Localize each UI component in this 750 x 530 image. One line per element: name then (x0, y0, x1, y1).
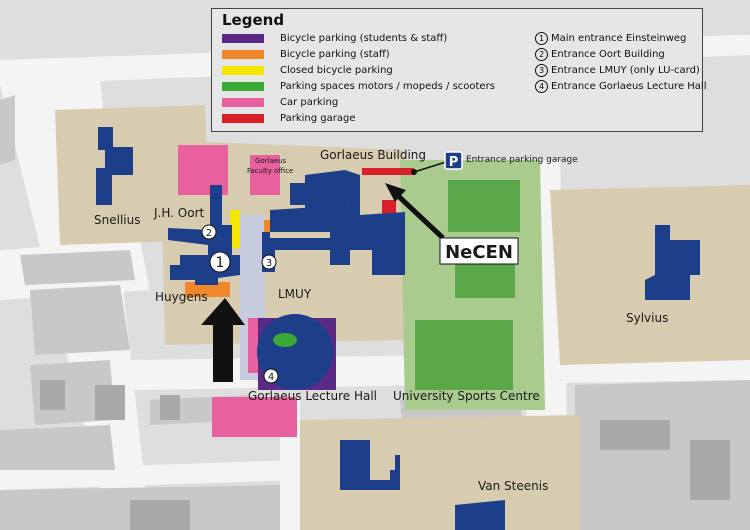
legend-item: Parking spaces motors / mopeds / scooter… (222, 78, 495, 94)
legend-swatch (222, 81, 264, 91)
entrance-marker-4[interactable]: 4 (263, 368, 279, 384)
marker-3-label: 3 (266, 258, 272, 269)
closed-bicycle-parking (230, 210, 240, 248)
parking-garage (362, 168, 414, 175)
van-steenis-building (340, 440, 400, 490)
garage-pointer-dot (411, 169, 417, 175)
marker-4-label: 4 (268, 372, 274, 383)
necen-arrow (385, 183, 445, 240)
entrance-item-label: Entrance Oort Building (551, 48, 665, 60)
entrance-number: 4 (535, 79, 548, 93)
legend-swatch (222, 49, 264, 59)
entrance-marker-2[interactable]: 2 (201, 224, 217, 240)
parking-symbol-label: P (449, 155, 459, 170)
faculty-office-label-2: Faculty office (247, 167, 293, 175)
legend-swatch (222, 33, 264, 43)
legend-item-label: Parking garage (280, 112, 356, 124)
entrance-item-label: Main entrance Einsteinweg (551, 32, 687, 44)
legend-item-label: Bicycle parking (staff) (280, 48, 390, 60)
gorlaeus-building (305, 170, 405, 275)
marker-1-label: 1 (216, 255, 225, 271)
legend-swatch (222, 97, 264, 107)
necen-label: NeCEN (445, 242, 513, 263)
legend: Legend Bicycle parking (students & staff… (211, 8, 706, 132)
huygens-label: Huygens (155, 290, 208, 304)
buildings (96, 127, 700, 530)
main-entrance-arrow (201, 298, 245, 382)
gorlaeus-building-label: Gorlaeus Building (320, 148, 426, 162)
legend-item: Car parking (222, 94, 338, 110)
entrance-item-label: Entrance LMUY (only LU-card) (551, 64, 700, 76)
entrance-marker-3[interactable]: 3 (261, 254, 277, 270)
garage-pointer-line (413, 161, 447, 173)
legend-item-label: Closed bicycle parking (280, 64, 393, 76)
marker-2-label: 2 (206, 228, 212, 239)
parking-symbol-icon[interactable] (444, 151, 463, 170)
jh-oort-building (168, 185, 232, 260)
legend-item: Parking garage (222, 110, 355, 126)
entrance-number: 1 (535, 31, 548, 45)
jh-oort-label: J.H. Oort (153, 206, 205, 220)
legend-swatch (222, 65, 264, 75)
legend-item: Closed bicycle parking (222, 62, 393, 78)
sports-centre-label: University Sports Centre (393, 389, 540, 403)
legend-item-label: Car parking (280, 96, 339, 108)
faculty-office-label-1: Gorlaeus (255, 157, 287, 165)
entrance-number: 3 (535, 63, 548, 77)
entrance-parking-garage-label: Entrance parking garage (466, 155, 578, 165)
sylvius-label: Sylvius (626, 311, 668, 325)
legend-title: Legend (222, 11, 285, 29)
car-parking (212, 397, 297, 437)
snellius-building (96, 127, 133, 205)
lecture-hall-label: Gorlaeus Lecture Hall (248, 389, 377, 403)
snellius-label: Snellius (94, 213, 140, 227)
sylvius-building (645, 225, 700, 300)
van-steenis-south-building (455, 500, 505, 530)
motor-parking (273, 333, 297, 347)
legend-swatch (222, 113, 264, 123)
legend-item-label: Bicycle parking (students & staff) (280, 32, 448, 44)
lmuy-label: LMUY (278, 287, 312, 301)
lmuy-courtyard (270, 232, 330, 238)
entrance-number: 2 (535, 47, 548, 61)
legend-item: Bicycle parking (students & staff) (222, 30, 447, 46)
lmuy-building (262, 205, 350, 272)
legend-item-label: Parking spaces motors / mopeds / scooter… (280, 80, 495, 92)
entrance-item-label: Entrance Gorlaeus Lecture Hall (551, 80, 707, 92)
car-parking (250, 155, 280, 195)
grey-block-shadows (40, 380, 730, 530)
entrance-marker-1[interactable]: 1 (209, 251, 231, 273)
bicycle-parking-staff (185, 282, 230, 297)
van-steenis-label: Van Steenis (478, 479, 548, 493)
gorlaeus-wing (290, 183, 308, 205)
necen-box (439, 237, 519, 265)
sports-centre (400, 160, 545, 410)
legend-item: Bicycle parking (staff) (222, 46, 390, 62)
